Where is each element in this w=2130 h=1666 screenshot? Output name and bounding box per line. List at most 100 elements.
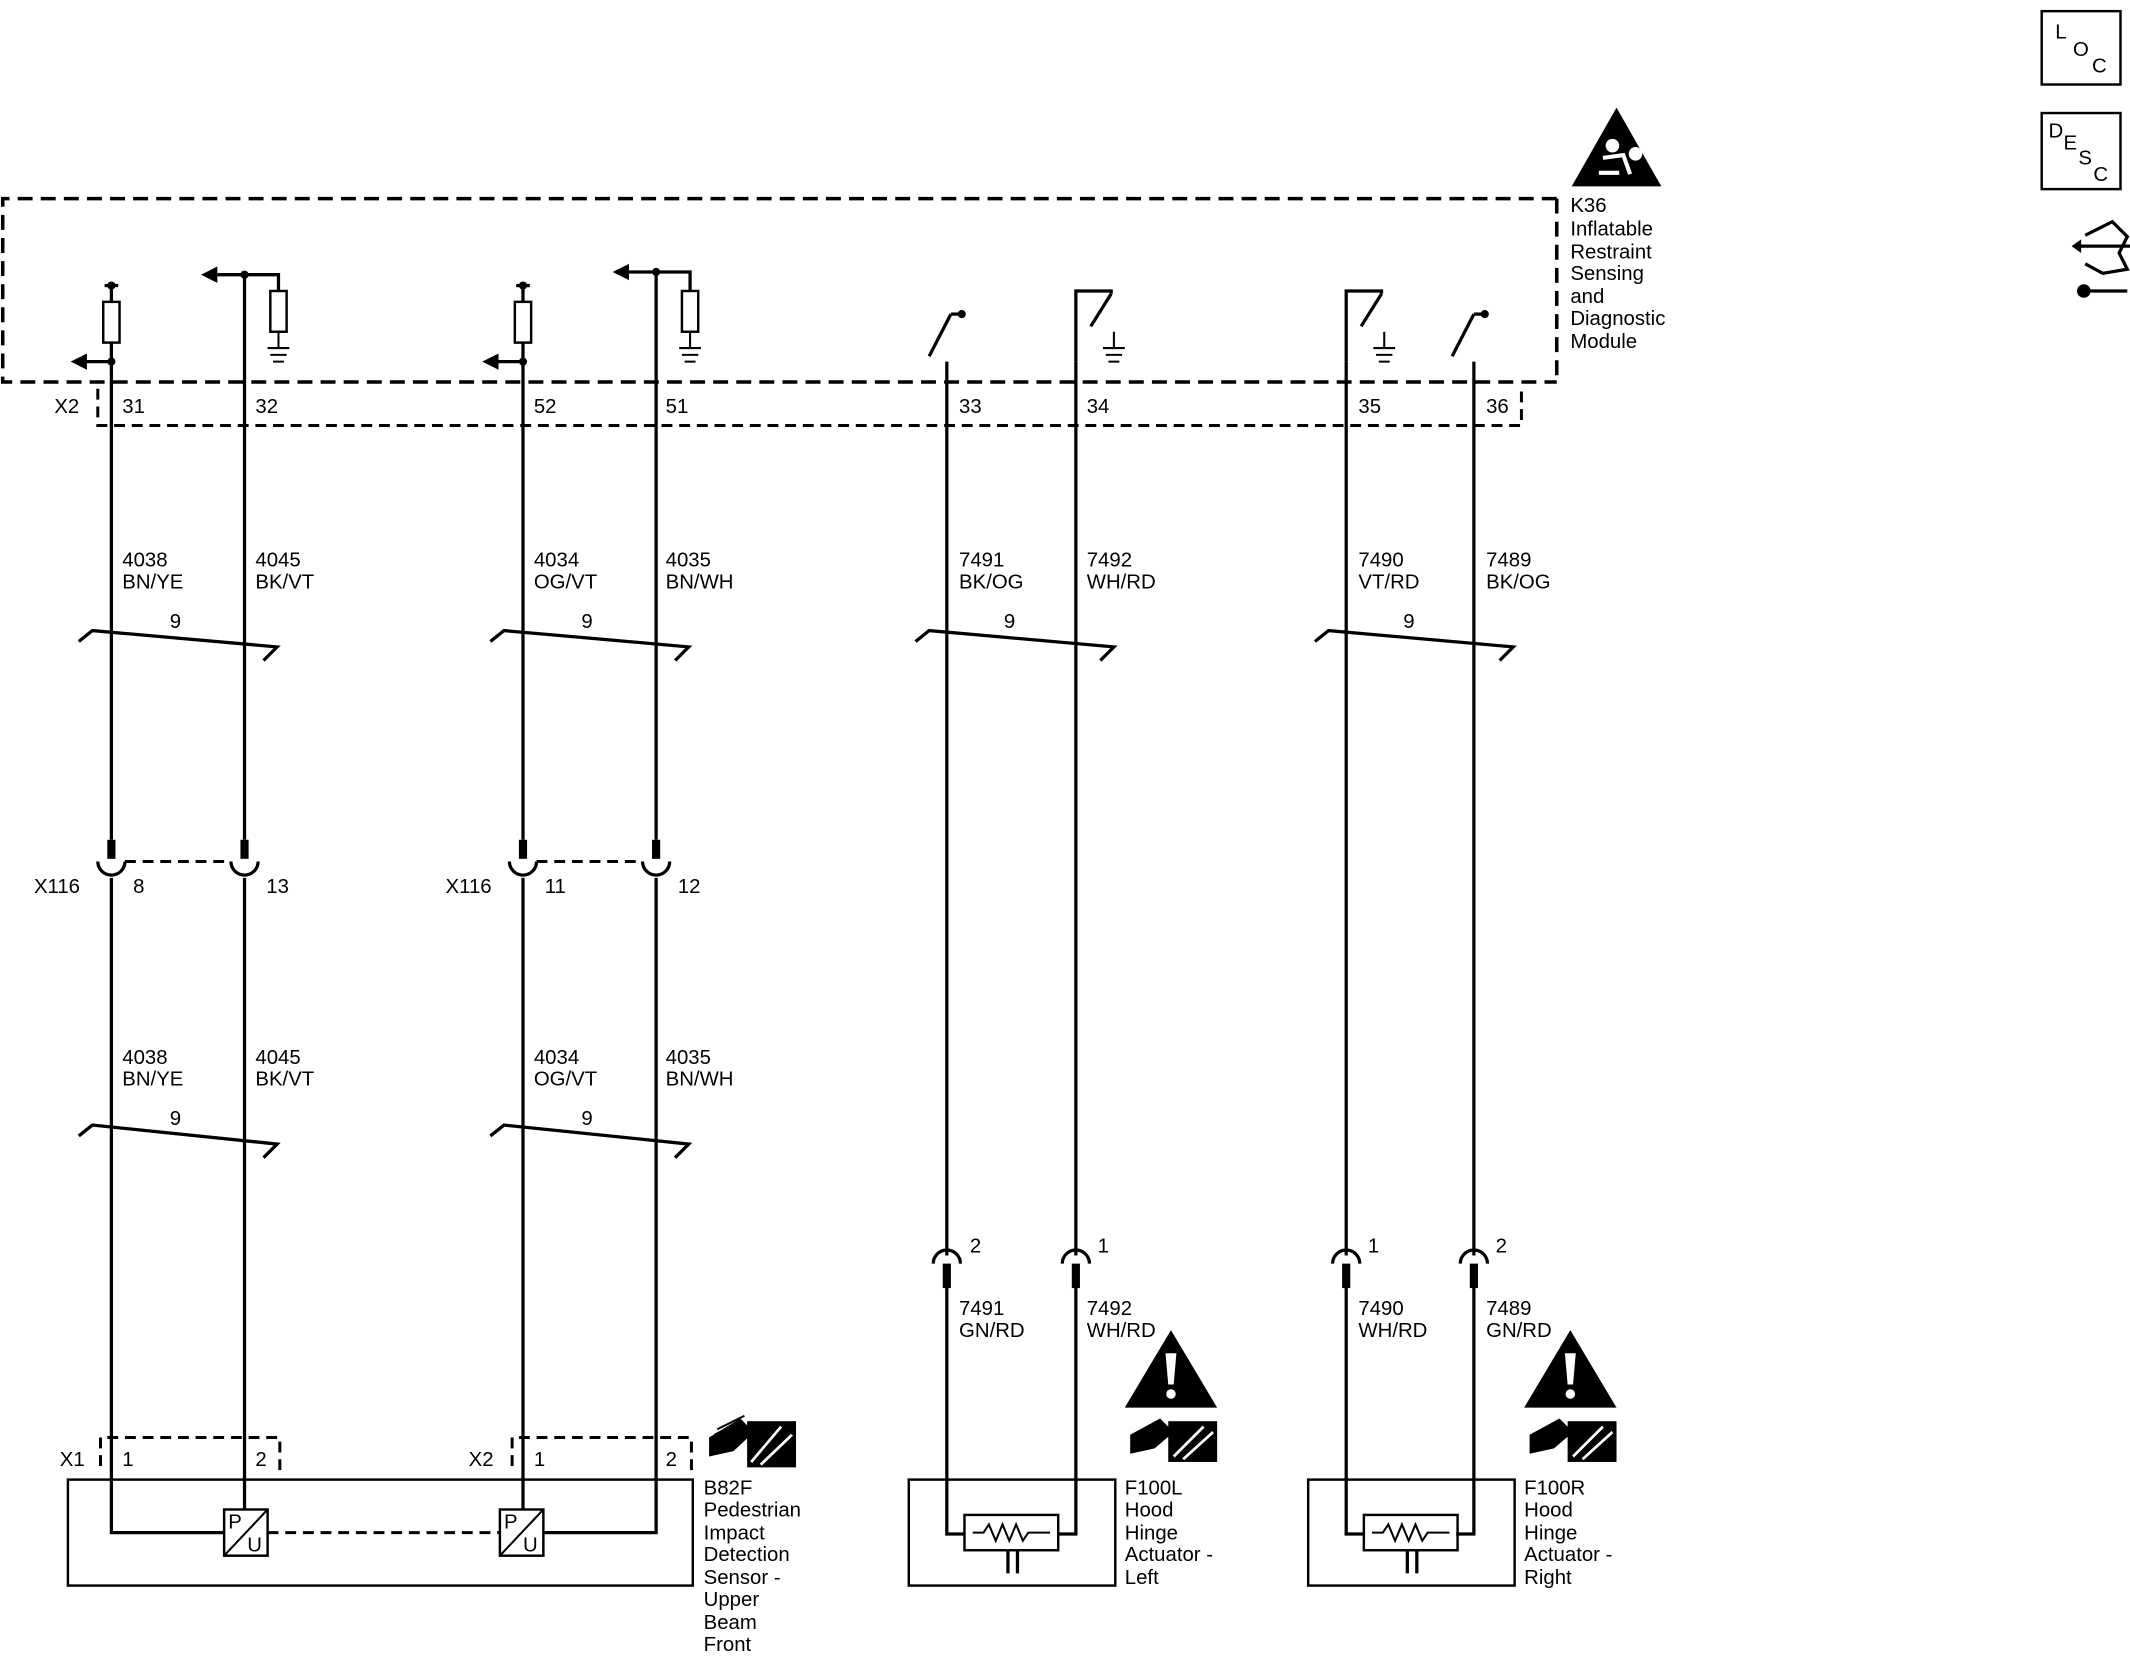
actuator-name-line: Actuator - (1125, 1544, 1213, 1566)
module-name-line: Restraint (1570, 241, 1652, 263)
pin-32-label: 32 (255, 396, 278, 418)
actuator-name-line: Hinge (1524, 1522, 1577, 1544)
circuit-number: 7490 (1358, 1298, 1403, 1320)
loc-button[interactable]: L O C (2040, 9, 2122, 86)
element-letter: U (523, 1535, 538, 1557)
wire-color: BK/VT (255, 571, 314, 593)
circuit-number: 4034 (534, 550, 579, 572)
element-letter: U (247, 1535, 262, 1557)
x1-connector-label: X1 (60, 1449, 85, 1471)
element-letter: P (504, 1512, 518, 1534)
x116-pin-label: 11 (545, 876, 566, 898)
pinch-hazard-icon (709, 1414, 797, 1468)
circuit-number: 4045 (255, 1047, 300, 1069)
circuit-number: 7489 (1486, 1298, 1531, 1320)
sensor-name-line: Front (704, 1634, 752, 1656)
twist-label: 9 (1004, 611, 1015, 633)
pin-35-label: 35 (1358, 396, 1381, 418)
wire-labels-upper: 4038 BN/YE 4045 BK/VT 4034 OG/VT 4035 BN… (122, 550, 1550, 594)
sensor-pin-label: 2 (255, 1449, 266, 1471)
wire-color: BK/OG (1486, 571, 1551, 593)
pinch-hazard-icon (1130, 1418, 1218, 1462)
wire-color: WH/RD (1087, 571, 1156, 593)
wire-color: BN/WH (666, 1069, 734, 1091)
sensor-name-line: Upper (704, 1589, 760, 1611)
x116-pin-label: 12 (678, 876, 701, 898)
actuator-name-line: F100R (1524, 1478, 1585, 1500)
circuit-number: 4038 (122, 550, 167, 572)
x2-pin-numbers: 31 32 52 51 33 34 35 36 (122, 396, 1509, 418)
b82f-sensor: X1 X2 1 2 1 2 P U P U B82F Pedestrian (60, 1414, 801, 1656)
harness-connector-icon[interactable] (2071, 219, 2130, 298)
circuit-number: 7491 (959, 550, 1004, 572)
actuator-pin-label: 2 (1496, 1236, 1507, 1258)
wire-color: VT/RD (1358, 571, 1419, 593)
x2-connector-label: X2 (469, 1449, 494, 1471)
x2-connector-label: X2 (54, 396, 79, 418)
module-name-line: Module (1570, 331, 1637, 353)
twist-label: 9 (170, 611, 181, 633)
circuit-number: 4034 (534, 1047, 579, 1069)
wire-color: BN/YE (122, 571, 183, 593)
loc-letter-l: L (2055, 21, 2066, 43)
actuator-name-line: Right (1524, 1567, 1572, 1589)
pin-31-label: 31 (122, 396, 145, 418)
wire-color: GN/RD (1486, 1320, 1552, 1342)
pin-52-label: 52 (534, 396, 557, 418)
actuator-pin-label: 1 (1368, 1236, 1379, 1258)
twist-label: 9 (581, 1108, 592, 1130)
wire-color: BN/YE (122, 1069, 183, 1091)
sensor-pin-label: 2 (666, 1449, 677, 1471)
twist-label: 9 (170, 1108, 181, 1130)
caution-icon (1124, 1330, 1218, 1408)
sensor-pin-label: 1 (534, 1449, 545, 1471)
f100l-actuator: F100L Hood Hinge Actuator - Left (907, 1330, 1218, 1590)
f100r-actuator: F100R Hood Hinge Actuator - Right (1306, 1330, 1617, 1590)
desc-letter-d: D (2048, 120, 2063, 142)
sensor-name-line: Impact (704, 1522, 765, 1544)
x116-pin-label: 8 (133, 876, 144, 898)
actuator-connectors: 2 1 1 2 (931, 1236, 1507, 1289)
k36-internal-circuits (70, 263, 1489, 370)
desc-letter-s: S (2078, 148, 2092, 170)
actuator-name-line: Hinge (1125, 1522, 1178, 1544)
x116-connector: X116 X116 8 13 11 12 (34, 839, 701, 898)
pin-33-label: 33 (959, 396, 982, 418)
circuit-number: 4035 (666, 1047, 711, 1069)
module-name-line: Diagnostic (1570, 308, 1665, 330)
circuit-number: 4045 (255, 550, 300, 572)
pressure-sensor-element: P U (222, 1508, 269, 1557)
module-name-label: K36 Inflatable Restraint Sensing and Dia… (1570, 195, 1665, 353)
sensor-name-line: B82F (704, 1478, 753, 1500)
wire-labels-lower: 4038 BN/YE 4045 BK/VT 4034 OG/VT 4035 BN… (122, 1047, 1551, 1342)
module-name-line: K36 (1570, 195, 1606, 217)
sensor-name-line: Detection (704, 1544, 790, 1566)
actuator-pin-label: 1 (1098, 1236, 1109, 1258)
wire-color: WH/RD (1358, 1320, 1427, 1342)
circuit-number: 7492 (1087, 550, 1132, 572)
twist-label: 9 (581, 611, 592, 633)
wire-color: GN/RD (959, 1320, 1025, 1342)
circuit-number: 7490 (1358, 550, 1403, 572)
pinch-hazard-icon (1529, 1418, 1617, 1462)
pressure-sensor-element: P U (498, 1508, 545, 1557)
wire-color: OG/VT (534, 1069, 597, 1091)
element-letter: P (228, 1512, 242, 1534)
sensor-name-line: Sensor - (704, 1567, 781, 1589)
actuator-name-line: Actuator - (1524, 1544, 1612, 1566)
actuator-left-name-label: F100L Hood Hinge Actuator - Left (1125, 1478, 1213, 1590)
wire-color: WH/RD (1087, 1320, 1156, 1342)
wire-color: BK/OG (959, 571, 1024, 593)
wire-color: BN/WH (666, 571, 734, 593)
module-name-line: and (1570, 286, 1604, 308)
twist-label: 9 (1403, 611, 1414, 633)
desc-letter-e: E (2063, 133, 2077, 155)
circuit-number: 7492 (1087, 1298, 1132, 1320)
caution-icon (1524, 1330, 1617, 1408)
actuator-right-name-label: F100R Hood Hinge Actuator - Right (1524, 1478, 1612, 1590)
circuit-number: 7489 (1486, 550, 1531, 572)
desc-button[interactable]: D E S C (2040, 111, 2122, 191)
sensor-name-line: Beam (704, 1612, 757, 1634)
x116-label: X116 (34, 876, 80, 898)
actuator-name-line: Left (1125, 1567, 1159, 1589)
